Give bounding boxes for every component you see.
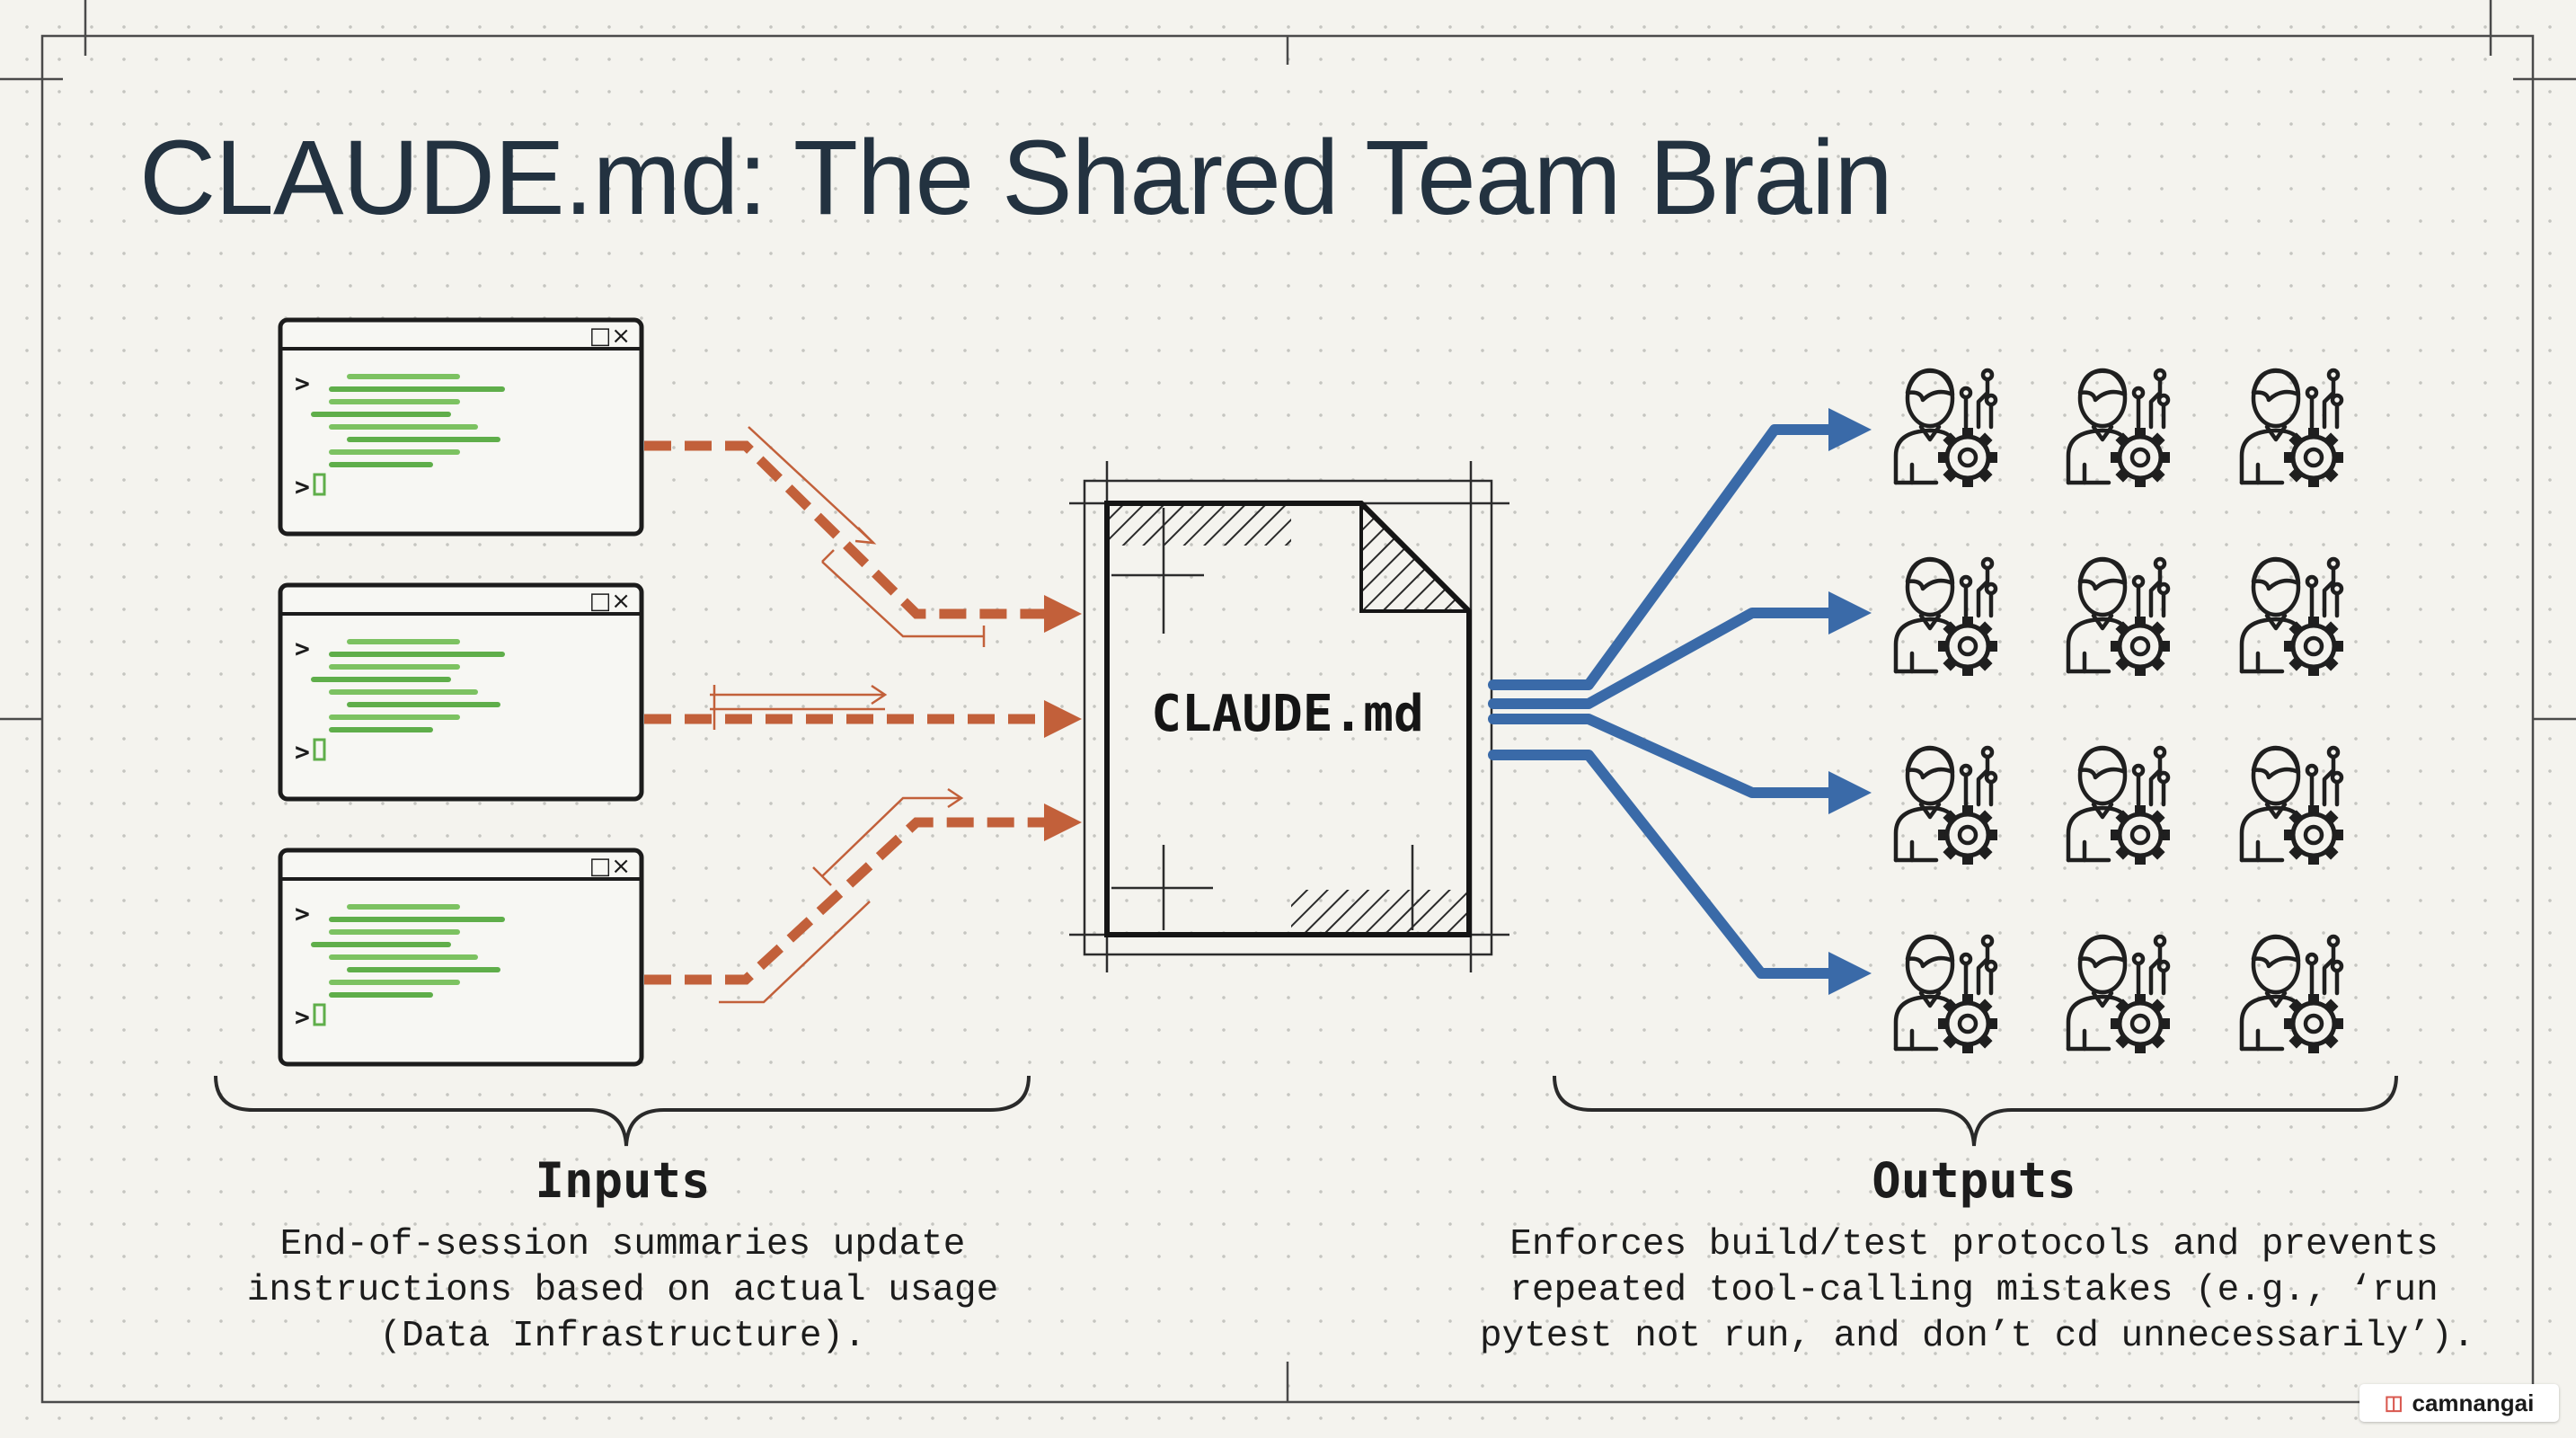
cursor (313, 1003, 326, 1026)
engineer-with-gear-icon (1893, 556, 1998, 676)
prompt-symbol: > (295, 472, 310, 502)
brand-watermark: ◫ camnangai (2359, 1384, 2559, 1422)
outputs-line: repeated tool-calling mistakes (e.g., ‘r… (1509, 1270, 2439, 1311)
terminal-1: _□× > > (278, 317, 644, 537)
engineer-with-gear-icon (2239, 934, 2344, 1053)
cursor (313, 738, 326, 761)
terminal-windows: _□× > > _□× > > _□× > > (278, 317, 644, 1067)
window-controls-icon: _□× (577, 853, 631, 880)
outputs-heading: Outputs (1872, 1152, 2076, 1209)
prompt-symbol: > (295, 1002, 310, 1032)
inputs-line: (Data Infrastructure). (379, 1316, 866, 1357)
document-label: CLAUDE.md (1151, 685, 1424, 743)
output-arrow-2 (1488, 608, 1838, 709)
input-arrow-middle (644, 684, 1082, 738)
inputs-heading: Inputs (535, 1152, 711, 1209)
inputs-line: instructions based on actual usage (246, 1270, 999, 1311)
brand-logo-icon: ◫ (2384, 1391, 2403, 1414)
engineer-with-gear-icon (2066, 556, 2171, 676)
input-arrows (644, 426, 1082, 1004)
engineer-with-gear-icon (2066, 934, 2171, 1053)
page-frame (0, 0, 2576, 1404)
prompt-symbol: > (295, 737, 310, 767)
terminal-3: _□× > > (278, 848, 644, 1067)
output-arrow-3 (1488, 714, 1838, 798)
engineer-with-gear-icon (2239, 745, 2344, 865)
prompt-symbol: > (295, 634, 310, 663)
engineer-with-gear-icon (2066, 745, 2171, 865)
window-controls-icon: _□× (577, 323, 631, 350)
input-arrow-top (644, 426, 1082, 647)
engineer-with-gear-icon (2239, 556, 2344, 676)
inputs-brace (214, 1075, 1031, 1147)
claude-md-document (1069, 461, 1509, 972)
prompt-symbol: > (295, 899, 310, 928)
outputs-line: Enforces build/test protocols and preven… (1509, 1224, 2439, 1265)
outputs-description: Enforces build/test protocols and preven… (1480, 1222, 2475, 1360)
page-title: CLAUDE.md: The Shared Team Brain (139, 119, 1893, 237)
output-arrows (1488, 424, 1838, 979)
engineer-with-gear-icon (2239, 368, 2344, 487)
brand-name: camnangai (2412, 1389, 2535, 1416)
window-controls-icon: _□× (577, 588, 631, 615)
engineer-with-gear-icon (2066, 368, 2171, 487)
inputs-description: End-of-session summaries update instruct… (173, 1222, 1072, 1360)
prompt-symbol: > (295, 368, 310, 398)
outputs-brace (1553, 1075, 2398, 1147)
output-arrowheads (1828, 408, 1872, 995)
cursor (313, 473, 326, 496)
terminal-2: _□× > > (278, 582, 644, 802)
inputs-line: End-of-session summaries update (279, 1224, 966, 1265)
outputs-line: pytest not run, and don’t cd unnecessari… (1480, 1316, 2475, 1357)
output-arrow-4 (1488, 750, 1838, 979)
input-arrow-bottom (644, 787, 1082, 1004)
engineer-with-gear-icon (1893, 934, 1998, 1053)
team-grid (1893, 368, 2344, 1053)
engineer-with-gear-icon (1893, 745, 1998, 865)
engineer-with-gear-icon (1893, 368, 1998, 487)
output-arrow-1 (1488, 424, 1838, 690)
